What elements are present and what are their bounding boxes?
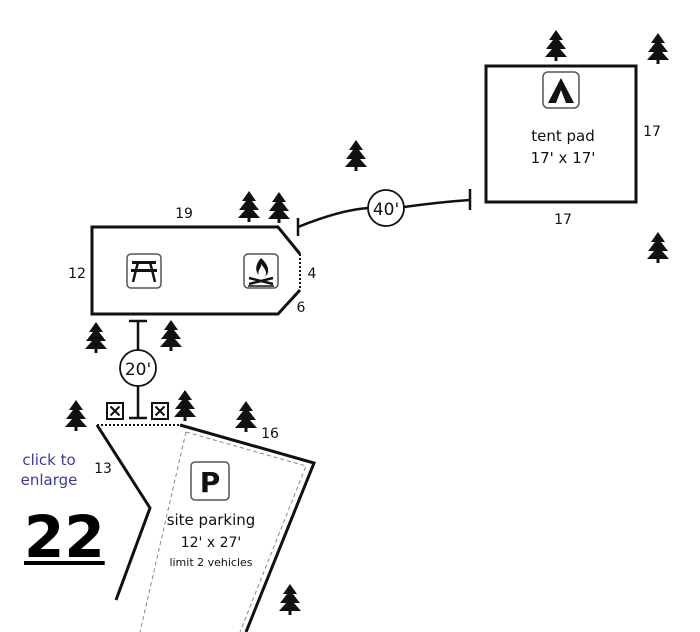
picnic-side-right: 4: [308, 266, 317, 282]
parking-side-top: 16: [261, 426, 279, 442]
parking-label: site parking: [167, 511, 256, 529]
parking-size: 12' x 27': [181, 535, 242, 551]
tent-pad: tent pad 17' x 17' 17 17: [484, 64, 661, 228]
tree-icon: [268, 192, 290, 223]
tree-icon: [345, 140, 367, 171]
svg-text:P: P: [200, 466, 221, 499]
tree-icon: [545, 30, 567, 61]
distance-20-connector: 20': [119, 319, 157, 420]
tent-pad-label: tent pad: [531, 127, 595, 145]
parking-side-left: 13: [94, 461, 112, 477]
campfire-icon: [243, 253, 279, 289]
click-to-enlarge-link[interactable]: click to enlarge: [14, 450, 84, 490]
distance-40-connector: 40': [296, 189, 472, 236]
tree-icon: [238, 191, 260, 222]
tent-pad-size: 17' x 17': [531, 149, 596, 167]
tent-pad-side-right: 17: [643, 124, 661, 140]
tree-icon: [647, 232, 669, 263]
tree-icon: [279, 584, 301, 615]
distance-20-label: 20': [125, 360, 151, 380]
tent-icon: [542, 71, 580, 109]
tent-pad-side-bottom: 17: [554, 212, 572, 228]
tree-icon: [160, 320, 182, 351]
tree-icon: [235, 401, 257, 432]
picnic-side-top: 19: [175, 206, 193, 222]
marker-box-icon: [106, 402, 124, 420]
marker-box-icon: [151, 402, 169, 420]
picnic-side-bevel: 6: [297, 300, 306, 316]
distance-40-label: 40': [373, 200, 399, 220]
enlarge-line-2: enlarge: [20, 471, 78, 489]
picnic-area: 19 12 4 6: [68, 206, 316, 316]
parking-icon: P: [190, 461, 230, 501]
picnic-side-left: 12: [68, 266, 86, 282]
site-parking: P site parking 12' x 27' limit 2 vehicle…: [94, 423, 317, 632]
picnic-table-icon: [126, 253, 162, 289]
tree-icon: [65, 400, 87, 431]
parking-limit: limit 2 vehicles: [169, 556, 252, 569]
tree-icon: [85, 322, 107, 353]
enlarge-line-1: click to: [22, 451, 76, 469]
tree-icon: [647, 33, 669, 64]
site-number: 22: [24, 503, 105, 571]
tree-icon: [174, 390, 196, 421]
